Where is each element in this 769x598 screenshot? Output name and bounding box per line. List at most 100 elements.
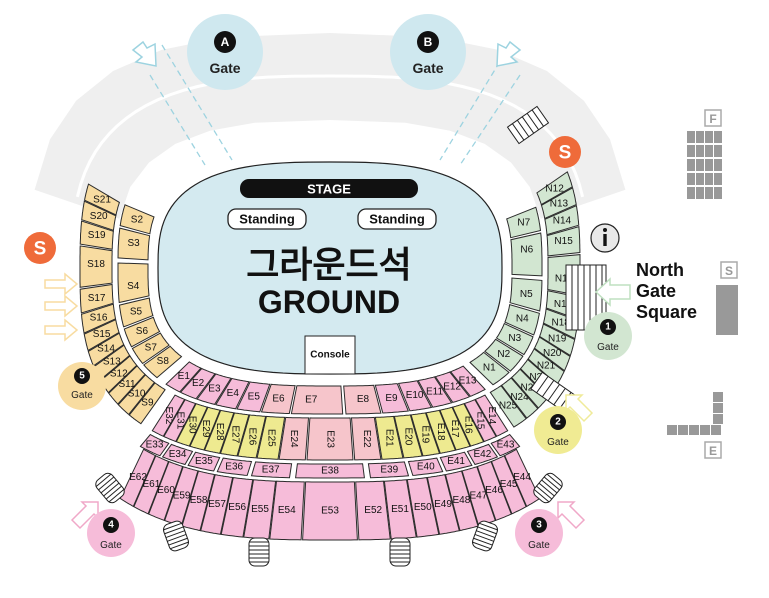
section-shape[interactable]	[203, 409, 235, 454]
section-e39[interactable]: E39	[367, 461, 410, 479]
section-shape[interactable]	[200, 474, 234, 535]
section-shape[interactable]	[179, 367, 216, 400]
section-shape[interactable]	[216, 457, 253, 476]
section-shape[interactable]	[439, 451, 473, 472]
section-shape[interactable]	[161, 443, 194, 466]
section-shape[interactable]	[444, 470, 479, 532]
section-shape[interactable]	[79, 245, 113, 288]
section-shape[interactable]	[118, 297, 154, 328]
section-shape[interactable]	[119, 448, 156, 508]
section-shape[interactable]	[196, 373, 232, 405]
section-e40[interactable]: E40	[407, 457, 444, 476]
section-shape[interactable]	[269, 480, 305, 541]
section-shape[interactable]	[117, 227, 151, 261]
gate-a[interactable]: A Gate	[187, 14, 263, 90]
section-shape[interactable]	[374, 383, 410, 414]
section-shape[interactable]	[417, 376, 453, 408]
section-shape[interactable]	[250, 461, 293, 479]
section-shape[interactable]	[536, 171, 573, 206]
section-shape[interactable]	[108, 365, 146, 405]
section-shape[interactable]	[80, 303, 117, 334]
section-shape[interactable]	[546, 225, 581, 257]
section-e36[interactable]: E36	[216, 457, 253, 476]
section-n6[interactable]: N6	[510, 232, 543, 277]
section-n7[interactable]: N7	[506, 206, 542, 239]
section-shape[interactable]	[131, 332, 170, 365]
section-shape[interactable]	[117, 262, 150, 304]
gate-2[interactable]: 2 Gate	[534, 406, 582, 454]
section-shape[interactable]	[148, 460, 184, 521]
section-shape[interactable]	[350, 416, 382, 461]
section-shape[interactable]	[500, 377, 539, 419]
section-shape[interactable]	[79, 220, 114, 250]
section-shape[interactable]	[117, 374, 156, 416]
section-shape[interactable]	[302, 481, 358, 541]
gate-3[interactable]: 3 Gate	[515, 509, 563, 557]
section-shape[interactable]	[306, 417, 354, 461]
section-shape[interactable]	[393, 414, 423, 459]
section-shape[interactable]	[290, 385, 344, 415]
section-shape[interactable]	[449, 365, 486, 397]
section-shape[interactable]	[343, 384, 382, 415]
section-shape[interactable]	[181, 470, 216, 532]
section-shape[interactable]	[490, 433, 521, 457]
section-shape[interactable]	[542, 308, 579, 340]
section-shape[interactable]	[123, 316, 161, 348]
section-s18[interactable]: S18	[79, 245, 113, 288]
section-shape[interactable]	[87, 332, 125, 367]
section-shape[interactable]	[495, 322, 534, 356]
section-shape[interactable]	[367, 461, 410, 479]
section-shape[interactable]	[81, 200, 117, 231]
section-shape[interactable]	[215, 377, 250, 410]
gate-1[interactable]: 1 Gate	[584, 312, 632, 360]
section-shape[interactable]	[407, 457, 444, 476]
section-shape[interactable]	[219, 412, 250, 457]
section-shape[interactable]	[151, 394, 186, 437]
section-shape[interactable]	[538, 323, 576, 357]
section-shape[interactable]	[143, 345, 183, 379]
section-shape[interactable]	[425, 409, 457, 454]
section-shape[interactable]	[469, 351, 510, 386]
section-shape[interactable]	[397, 380, 433, 412]
section-shape[interactable]	[374, 415, 404, 460]
section-e8[interactable]: E8	[343, 384, 382, 415]
section-shape[interactable]	[533, 336, 571, 372]
section-e41[interactable]: E41	[439, 451, 473, 472]
gate-4[interactable]: 4 Gate	[87, 509, 135, 557]
section-shape[interactable]	[434, 371, 471, 403]
gate-5[interactable]: 5 Gate	[58, 362, 106, 410]
section-shape[interactable]	[509, 277, 543, 312]
section-shape[interactable]	[406, 477, 440, 538]
section-shape[interactable]	[243, 479, 277, 540]
section-shape[interactable]	[439, 406, 471, 451]
section-shape[interactable]	[504, 448, 541, 508]
section-shape[interactable]	[237, 414, 267, 459]
section-shape[interactable]	[165, 361, 202, 393]
store-marker-left[interactable]: S	[24, 232, 56, 264]
section-shape[interactable]	[220, 477, 254, 538]
section-shape[interactable]	[133, 455, 170, 515]
section-e35[interactable]: E35	[187, 451, 221, 472]
section-shape[interactable]	[463, 399, 497, 443]
gate-b[interactable]: B Gate	[390, 14, 466, 90]
section-shape[interactable]	[355, 480, 391, 541]
section-shape[interactable]	[451, 403, 485, 447]
section-shape[interactable]	[474, 394, 509, 437]
section-e38[interactable]: E38	[295, 463, 365, 479]
section-shape[interactable]	[128, 382, 166, 425]
section-shape[interactable]	[139, 433, 170, 457]
section-e37[interactable]: E37	[250, 461, 293, 479]
section-shape[interactable]	[527, 348, 565, 386]
section-shape[interactable]	[295, 463, 365, 479]
section-e53[interactable]: E53	[302, 481, 358, 541]
section-shape[interactable]	[278, 416, 310, 461]
section-shape[interactable]	[511, 368, 549, 409]
section-shape[interactable]	[489, 385, 527, 428]
section-shape[interactable]	[504, 303, 540, 336]
section-shape[interactable]	[187, 451, 221, 472]
section-e23[interactable]: E23	[306, 417, 354, 461]
section-e7[interactable]: E7	[290, 385, 344, 415]
section-shape[interactable]	[466, 443, 499, 466]
section-shape[interactable]	[540, 187, 577, 220]
section-shape[interactable]	[175, 403, 209, 447]
